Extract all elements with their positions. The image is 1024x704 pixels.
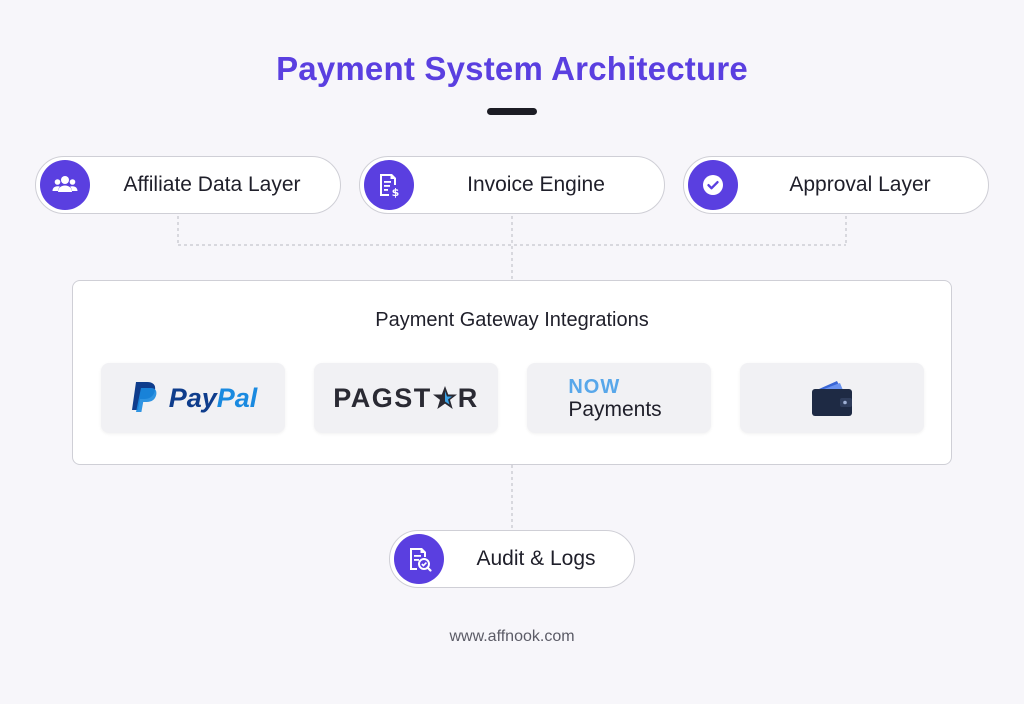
paypal-wordmark: PayPal (168, 382, 258, 413)
wallet-icon (812, 381, 852, 416)
svg-text:$: $ (392, 186, 400, 199)
node-audit-logs: Audit & Logs (389, 530, 635, 588)
gateway-pagstar: PAGST R (314, 363, 498, 433)
gateway-wallet (740, 363, 924, 433)
node-label: Approval Layer (789, 173, 931, 196)
pagstar-wordmark: PAGST R (333, 382, 479, 413)
node-label: Invoice Engine (467, 173, 605, 196)
title-underline (487, 108, 537, 115)
star-icon (432, 386, 457, 409)
nowpayments-wordmark: NOW Payments (568, 375, 662, 421)
node-label: Audit & Logs (476, 547, 596, 570)
footer-url: www.affnook.com (449, 628, 575, 645)
gateway-title: Payment Gateway Integrations (375, 309, 649, 331)
check-circle-icon (688, 160, 738, 210)
gateway-paypal: PayPal (101, 363, 285, 433)
gateway-nowpayments: NOW Payments (527, 363, 711, 433)
payment-gateway-panel: Payment Gateway Integrations PayPal PAGS… (72, 280, 952, 465)
node-invoice-engine: $ Invoice Engine (359, 156, 665, 214)
page-title: Payment System Architecture (276, 50, 748, 87)
paypal-logo-icon (131, 382, 157, 412)
invoice-dollar-icon: $ (364, 160, 414, 210)
users-icon (40, 160, 90, 210)
node-approval-layer: Approval Layer (683, 156, 989, 214)
node-label: Affiliate Data Layer (123, 173, 301, 196)
audit-document-icon (394, 534, 444, 584)
node-affiliate-data-layer: Affiliate Data Layer (35, 156, 341, 214)
